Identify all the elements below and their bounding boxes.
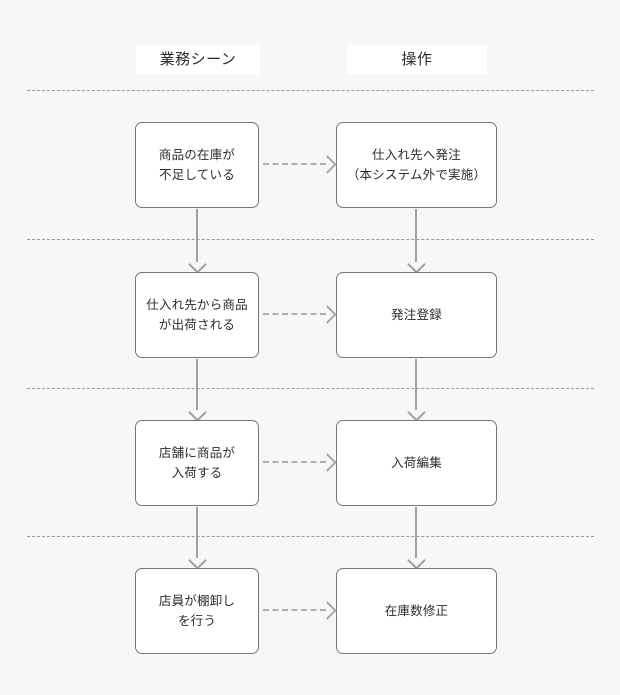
node-operation-2[interactable]: 発注登録 [336,272,497,358]
arrow-stem [415,507,417,558]
arrow-head-icon [407,403,426,422]
column-header-operation: 操作 [347,45,487,74]
column-header-business-scene: 業務シーン [136,45,260,74]
arrow-operation-1-to-operation-2 [407,209,426,274]
node-scene-2[interactable]: 仕入れ先から商品 が出荷される [135,272,259,358]
node-operation-4[interactable]: 在庫数修正 [336,568,497,654]
arrow-head-icon [188,403,207,422]
arrow-operation-3-to-operation-4 [407,507,426,570]
arrow-stem [196,209,198,262]
arrow-scene-3-to-scene-4 [188,507,207,570]
separator-row-2 [27,388,594,389]
arrow-head-icon [318,601,337,620]
separator-header [27,90,594,91]
arrow-head-icon [188,255,207,274]
node-operation-1[interactable]: 仕入れ先へ発注 （本システム外で実施） [336,122,497,208]
arrow-head-icon [407,255,426,274]
arrow-stem [415,359,417,410]
node-operation-3[interactable]: 入荷編集 [336,420,497,506]
node-scene-1[interactable]: 商品の在庫が 不足している [135,122,259,208]
arrow-head-icon [318,453,337,472]
arrow-head-icon [318,305,337,324]
arrow-scene-4-to-operation-4 [263,601,337,620]
arrow-operation-2-to-operation-3 [407,359,426,422]
arrow-scene-1-to-operation-1 [263,155,337,174]
arrow-scene-1-to-scene-2 [188,209,207,274]
arrow-stem [263,313,326,315]
arrow-stem [196,507,198,558]
node-scene-3[interactable]: 店舗に商品が 入荷する [135,420,259,506]
arrow-scene-3-to-operation-3 [263,453,337,472]
arrow-stem [263,461,326,463]
arrow-scene-2-to-scene-3 [188,359,207,422]
arrow-head-icon [318,155,337,174]
arrow-stem [263,163,326,165]
node-scene-4[interactable]: 店員が棚卸し を行う [135,568,259,654]
arrow-head-icon [407,551,426,570]
arrow-stem [415,209,417,262]
arrow-stem [263,609,326,611]
arrow-head-icon [188,551,207,570]
arrow-stem [196,359,198,410]
arrow-scene-2-to-operation-2 [263,305,337,324]
separator-row-1 [27,239,594,240]
separator-row-3 [27,536,594,537]
